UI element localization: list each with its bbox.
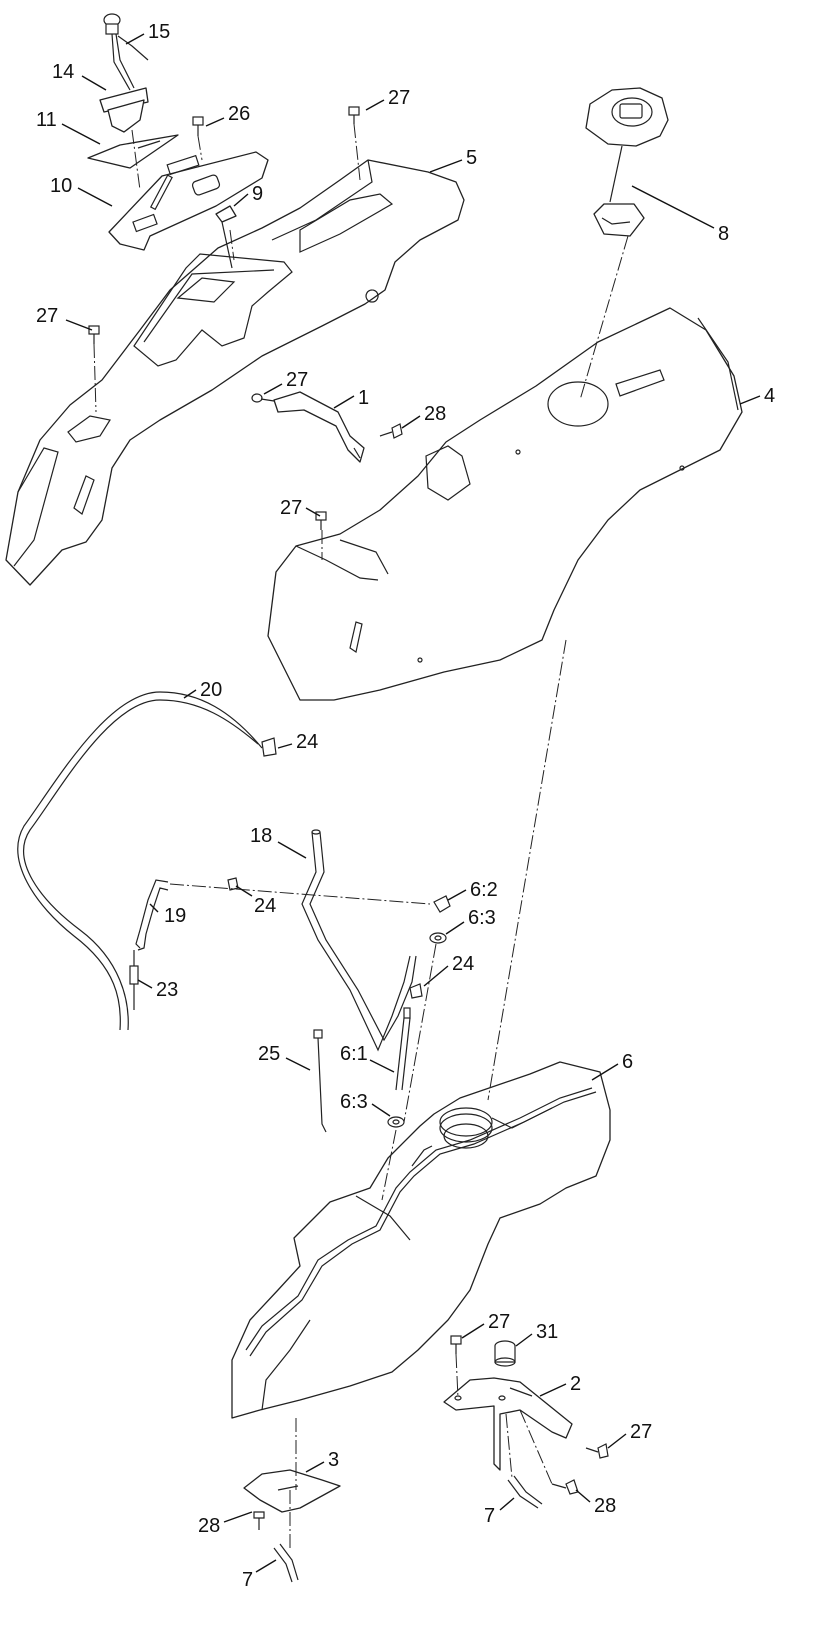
callout-27: 27 (488, 1311, 510, 1333)
part-5-console-cover (5, 159, 465, 586)
callout-3: 3 (328, 1449, 339, 1471)
callout-11: 11 (36, 109, 57, 131)
part-6-fuel-tank (231, 1061, 611, 1419)
callout-15: 15 (148, 21, 170, 43)
part-23-fitting (129, 950, 139, 1010)
callout-1: 1 (358, 387, 369, 409)
part-6-2-elbow (433, 895, 451, 913)
callout-26: 26 (228, 103, 250, 125)
part-7-strap-a (273, 1543, 299, 1583)
part-19-hose (135, 879, 169, 951)
callout-31: 31 (536, 1321, 558, 1343)
callout-23: 23 (156, 979, 178, 1001)
callout-8: 8 (718, 223, 729, 245)
callout-leaders (61, 33, 761, 1573)
callout-20: 20 (200, 679, 222, 701)
callout-14: 14 (52, 61, 74, 83)
callout-24: 24 (296, 731, 318, 753)
part-20-hose (17, 691, 263, 1031)
callout-24: 24 (254, 895, 276, 917)
callout-24: 24 (452, 953, 474, 975)
part-14-holder (99, 87, 149, 133)
callout-10: 10 (50, 175, 72, 197)
callout-18: 18 (250, 825, 272, 847)
part-27-screw-top (348, 106, 360, 124)
part-24-clamp-b (227, 877, 239, 891)
part-25-cable-tie (313, 1029, 327, 1133)
callout-6: 6 (622, 1051, 633, 1073)
callout-6-2: 6:2 (470, 879, 498, 901)
callout-27: 27 (286, 369, 308, 391)
part-24-clamp-a (261, 737, 277, 757)
callout-28: 28 (424, 403, 446, 425)
part-28-screw-bracket3 (253, 1511, 265, 1530)
part-26-screw (192, 116, 204, 136)
part-27-screw-bracket (251, 393, 275, 403)
callout-9: 9 (252, 183, 263, 205)
part-27-screw-bracket2-side (585, 1443, 609, 1459)
callout-28: 28 (198, 1515, 220, 1537)
callout-2: 2 (570, 1373, 581, 1395)
part-8-fuel-cap (585, 87, 669, 237)
part-15-dipstick (103, 13, 149, 91)
callout-5: 5 (466, 147, 477, 169)
part-4-tank-shroud (267, 307, 743, 701)
callout-6-3: 6:3 (468, 907, 496, 929)
callout-27: 27 (280, 497, 302, 519)
part-7-strap-b (507, 1475, 543, 1509)
callout-7: 7 (242, 1569, 253, 1591)
part-2-bracket (443, 1377, 573, 1471)
part-6-1-pickup-tube (395, 1007, 411, 1091)
part-27-screw-left (88, 325, 100, 344)
part-28-screw-bracket (379, 423, 403, 439)
callout-6-3: 6:3 (340, 1091, 368, 1113)
callout-7: 7 (484, 1505, 495, 1527)
part-9-clip (215, 205, 237, 269)
callout-27: 27 (388, 87, 410, 109)
callout-28: 28 (594, 1495, 616, 1517)
part-27-screw-bracket2 (450, 1335, 462, 1354)
callout-19: 19 (164, 905, 186, 927)
part-10-panel (108, 151, 269, 251)
part-11-plate (87, 134, 179, 169)
part-24-clamp-c (409, 983, 423, 999)
part-31-bumper (494, 1340, 516, 1367)
callout-4: 4 (764, 385, 775, 407)
callout-27: 27 (36, 305, 58, 327)
assembly-lines (93, 123, 629, 1548)
callout-6-1: 6:1 (340, 1043, 368, 1065)
callout-27: 27 (630, 1421, 652, 1443)
part-18-hose (301, 829, 417, 1052)
part-6-3-grommet-b (387, 1116, 405, 1128)
callout-labels: 15 14 11 26 10 27 5 9 8 27 27 1 28 4 27 … (36, 21, 775, 1591)
part-28-screw-bracket2 (551, 1479, 579, 1495)
part-6-3-grommet-a (429, 932, 447, 944)
callout-25: 25 (258, 1043, 280, 1065)
part-3-bracket (243, 1469, 341, 1513)
part-27-screw-shroud (315, 511, 327, 530)
part-1-bracket (273, 391, 365, 463)
